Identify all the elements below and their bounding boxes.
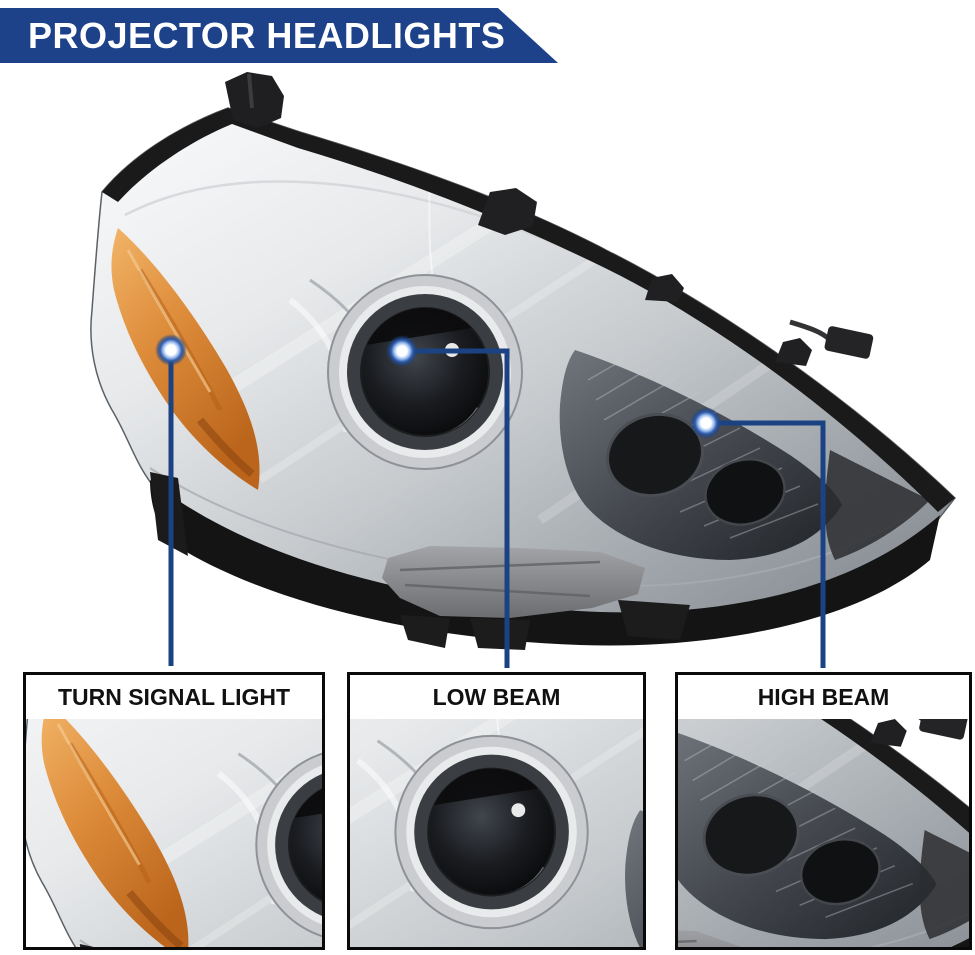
panel-low-beam: LOW BEAM <box>347 672 646 950</box>
headlight-photo <box>0 0 975 660</box>
panel-turn-signal: TURN SIGNAL LIGHT <box>23 672 325 950</box>
panel-high-beam-label: HIGH BEAM <box>678 675 969 719</box>
panel-low-beam-photo <box>350 719 643 947</box>
banner-title: PROJECTOR HEADLIGHTS <box>28 15 506 56</box>
panel-high-beam-photo <box>678 719 969 947</box>
banner: PROJECTOR HEADLIGHTS <box>0 8 558 63</box>
panel-turn-signal-label: TURN SIGNAL LIGHT <box>26 675 322 719</box>
panel-turn-signal-photo <box>26 719 322 947</box>
panel-low-beam-label: LOW BEAM <box>350 675 643 719</box>
panel-high-beam: HIGH BEAM <box>675 672 972 950</box>
